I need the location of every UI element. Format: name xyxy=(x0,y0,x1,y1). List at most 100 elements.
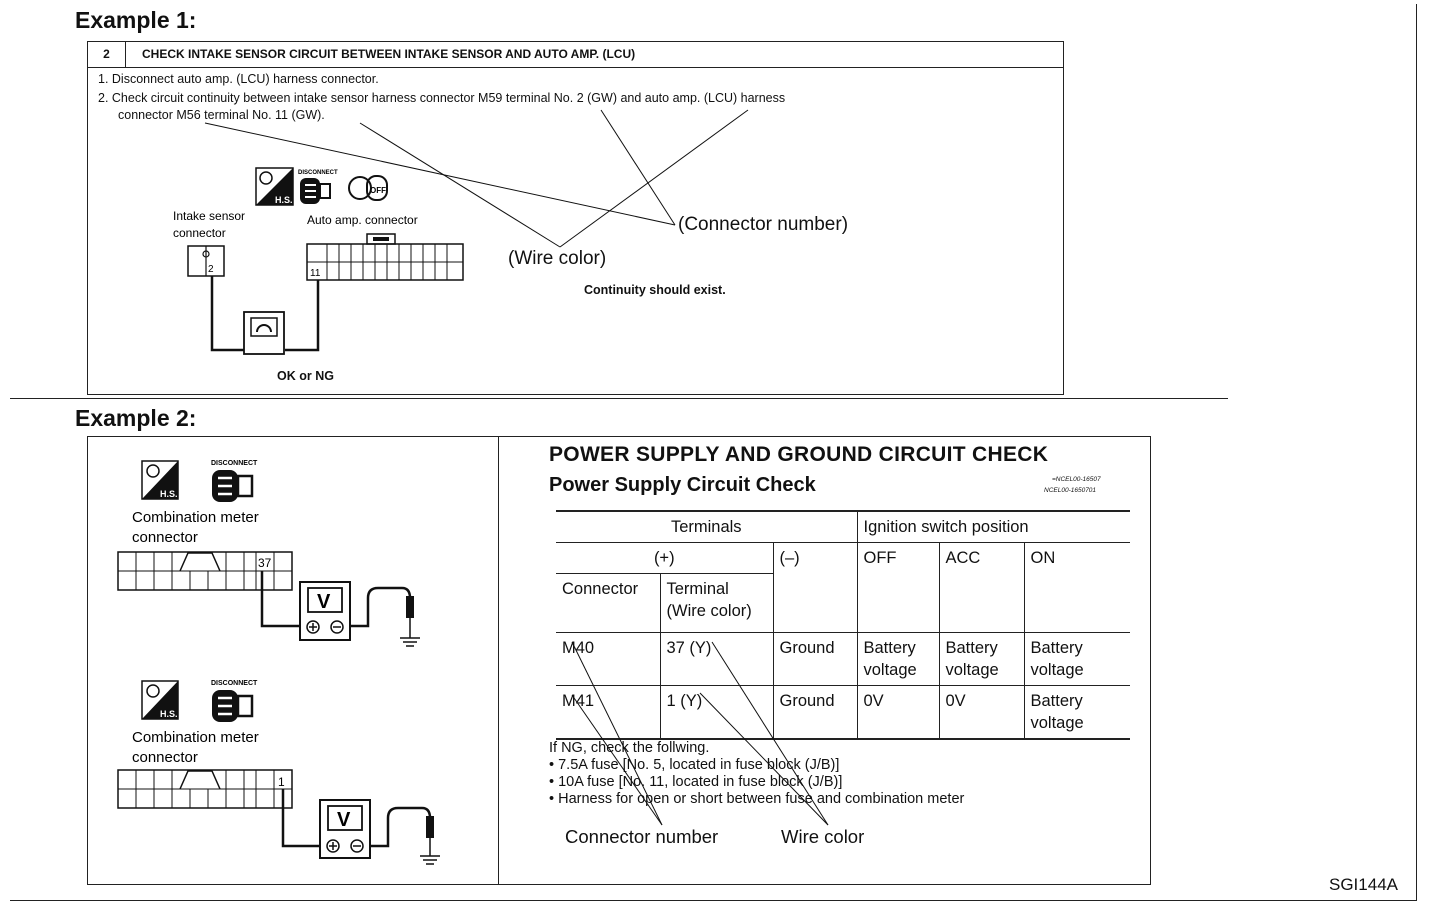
intake-sensor-connector: 2 xyxy=(187,245,225,277)
th-plus: (+) xyxy=(556,542,773,574)
cell-off-1: 0V xyxy=(863,692,884,710)
comb-meter-label-upper-1: Combination meter xyxy=(132,509,259,526)
example2-box-bottom xyxy=(87,884,1151,885)
th-on: ON xyxy=(1023,542,1130,633)
disconnect-icon-lower: DISCONNECT xyxy=(211,680,258,722)
hs-label-upper: H.S. xyxy=(160,489,178,499)
cell-acc-1: 0V xyxy=(945,692,966,710)
disconnect-icon-upper: DISCONNECT xyxy=(211,460,258,502)
page-frame-bottom xyxy=(10,900,1417,901)
callout-connector-number-ex1: (Connector number) xyxy=(678,214,849,235)
instruction-2-cont: connector M56 terminal No. 11 (GW). xyxy=(118,108,325,122)
th-ignition: Ignition switch position xyxy=(856,510,1130,543)
ref-code-1: =NCEL00-16507 xyxy=(1052,476,1101,483)
ng-notes: If NG, check the follwing. • 7.5A fuse [… xyxy=(549,740,964,808)
terminal-11-label: 11 xyxy=(310,268,321,279)
page-frame-right xyxy=(1416,4,1417,900)
th-terminals: Terminals xyxy=(556,510,857,543)
callout-wire-color-ex1: (Wire color) xyxy=(508,248,607,269)
instruction-1: 1. Disconnect auto amp. (LCU) harness co… xyxy=(98,72,379,86)
cell-on: Battery voltage xyxy=(1023,685,1130,740)
ref-code-2: NCEL00-1650701 xyxy=(1044,487,1097,494)
cell-off-2: voltage xyxy=(863,661,917,679)
figure-id: SGI144A xyxy=(1329,875,1398,894)
cell-acc: Battery voltage xyxy=(938,632,1024,686)
cell-on-2: voltage xyxy=(1030,661,1084,679)
intake-sensor-label-2: connector xyxy=(173,226,226,240)
example2-box-top xyxy=(87,436,1151,437)
th-terminal-label: Terminal xyxy=(666,580,729,598)
cell-on-1: Battery xyxy=(1030,639,1083,657)
comb-meter-label-lower-2: connector xyxy=(132,749,198,766)
th-off: OFF xyxy=(856,542,939,633)
auto-amp-label: Auto amp. connector xyxy=(307,213,418,227)
example2-diagram: H.S. DISCONNECT Combination meter connec… xyxy=(117,460,440,865)
hs-label-lower: H.S. xyxy=(160,709,178,719)
voltmeter-upper: V xyxy=(260,571,420,647)
intake-sensor-label-1: Intake sensor xyxy=(173,209,245,223)
power-title: POWER SUPPLY AND GROUND CIRCUIT CHECK xyxy=(549,443,1049,466)
ignition-off-icon: OFF xyxy=(348,175,388,201)
th-minus: (–) xyxy=(772,542,857,633)
disconnect-label-lower: DISCONNECT xyxy=(211,680,258,687)
hs-label: H.S. xyxy=(275,195,293,205)
example2-box-right xyxy=(1150,436,1151,884)
hs-icon: H.S. xyxy=(255,167,294,206)
callout-lines-ex1 xyxy=(204,109,749,248)
ok-ng-label: OK or NG xyxy=(277,369,334,383)
comb-meter-label-lower-1: Combination meter xyxy=(132,729,259,746)
ohmmeter xyxy=(210,276,320,355)
example2-divider xyxy=(498,436,499,884)
cell-acc-2: voltage xyxy=(945,661,999,679)
example2-heading: Example 2: xyxy=(75,405,197,431)
callout-connector-number-ex2: Connector number xyxy=(565,826,719,847)
th-acc: ACC xyxy=(938,542,1024,633)
auto-amp-connector: 11 xyxy=(306,233,464,281)
power-subtitle: Power Supply Circuit Check xyxy=(549,474,816,496)
terminal-37-label: 37 xyxy=(258,556,272,570)
example1-step-box: 2 CHECK INTAKE SENSOR CIRCUIT BETWEEN IN… xyxy=(87,41,1064,395)
callout-wire-color-ex2: Wire color xyxy=(781,826,865,847)
example1-heading: Example 1: xyxy=(75,7,197,33)
terminal-1-label: 1 xyxy=(278,775,285,789)
cell-off: 0V xyxy=(856,685,939,740)
disconnect-label-upper: DISCONNECT xyxy=(211,460,258,467)
cell-connector: M41 xyxy=(556,685,660,740)
meter-symbol-upper: V xyxy=(317,591,331,613)
th-terminal: Terminal (Wire color) xyxy=(659,573,773,633)
instruction-2: 2. Check circuit continuity between inta… xyxy=(98,91,786,105)
cell-on-2: voltage xyxy=(1030,714,1084,732)
hs-icon-upper: H.S. xyxy=(141,460,179,500)
example1-diagram: H.S. DISCONNECT OFF Intake sensor connec… xyxy=(173,109,749,355)
terminal-2-label: 2 xyxy=(208,264,214,275)
meter-symbol-lower: V xyxy=(337,809,351,831)
section-divider xyxy=(10,398,1228,399)
cell-connector: M40 xyxy=(556,632,660,686)
disconnect-label: DISCONNECT xyxy=(298,170,338,176)
off-label: OFF xyxy=(370,186,386,195)
combination-meter-connector-upper: 37 xyxy=(117,551,293,591)
cell-on-1: Battery xyxy=(1030,692,1083,710)
comb-meter-label-upper-2: connector xyxy=(132,529,198,546)
continuity-note: Continuity should exist. xyxy=(584,283,726,297)
hs-icon-lower: H.S. xyxy=(141,680,179,720)
example2-box-left xyxy=(87,436,88,884)
note-line: • 10A fuse [No. 11, located in fuse bloc… xyxy=(549,774,843,790)
cell-acc-1: Battery xyxy=(945,639,998,657)
step-number: 2 xyxy=(88,42,126,67)
th-wire-color: (Wire color) xyxy=(666,602,752,620)
cell-acc: 0V xyxy=(938,685,1024,740)
step-header-row: 2 CHECK INTAKE SENSOR CIRCUIT BETWEEN IN… xyxy=(88,42,1063,68)
step-title: CHECK INTAKE SENSOR CIRCUIT BETWEEN INTA… xyxy=(142,47,636,61)
note-line: If NG, check the follwing. xyxy=(549,740,710,756)
combination-meter-connector-lower: 1 xyxy=(117,769,293,809)
th-connector: Connector xyxy=(556,573,660,633)
cell-terminal: 37 (Y) xyxy=(659,632,773,686)
cell-minus: Ground xyxy=(772,685,857,740)
table-row: M41 1 (Y) Ground 0V 0V Battery voltage xyxy=(556,685,1130,740)
cell-terminal: 1 (Y) xyxy=(659,685,773,740)
power-supply-table: Terminals Ignition switch position (+) (… xyxy=(556,510,1130,740)
